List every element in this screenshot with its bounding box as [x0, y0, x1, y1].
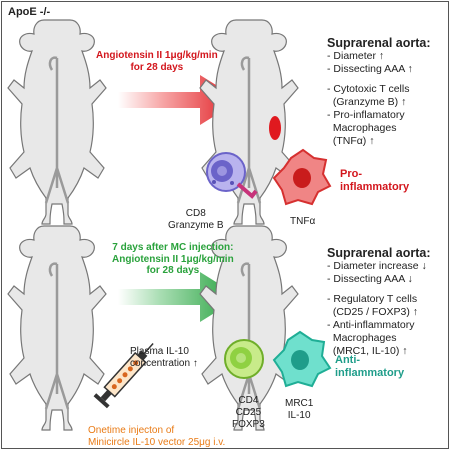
- bottom-summary-list: - Diameter increase ↓- Dissecting AAA ↓ …: [327, 260, 431, 358]
- injection-label: Onetime injecton of Minicircle IL-10 vec…: [88, 425, 225, 449]
- injection-label-line: Minicircle IL-10 vector 25μg i.v.: [88, 437, 226, 448]
- cd8-label-line: CD8: [185, 208, 206, 219]
- summary-line: - Regulatory T cells: [327, 293, 418, 306]
- bottom-arrow-line: for 28 days: [146, 265, 200, 276]
- top-summary-list: - Diameter ↑- Dissecting AAA ↑ - Cytotox…: [327, 50, 431, 148]
- cd4-label-line: CD4: [238, 395, 259, 406]
- mrc1-label-line: IL-10: [287, 410, 311, 421]
- summary-line: [327, 76, 431, 83]
- summary-line: (MRC1, IL-10) ↑: [327, 345, 408, 358]
- cd4-label-line: FOXP3: [232, 419, 265, 430]
- mrc1-label: MRC1 IL-10: [285, 398, 313, 422]
- mrc1-macrophage-nucleus: [291, 350, 309, 370]
- summary-line: Macrophages: [327, 332, 397, 345]
- plasma-il10-label: Plasma IL-10 concentration ↑: [130, 346, 198, 370]
- bottom-summary-title: Suprarenal aorta:: [327, 246, 431, 260]
- il10-arrow-bottom: [118, 272, 240, 322]
- summary-line: - Anti-inflammatory: [327, 319, 415, 332]
- summary-line: - Pro-inflamatory: [327, 109, 405, 122]
- cd4-label: CD4 CD25 FOXP3: [232, 395, 265, 431]
- top-arrow-line: Angiotensin II 1μg/kg/min: [96, 50, 218, 61]
- plasma-il10-line: Plasma IL-10: [130, 346, 189, 357]
- summary-line: (CD25 / FOXP3) ↑: [327, 306, 419, 319]
- anti-inflammatory-line: Anti-: [335, 354, 361, 366]
- cd4-label-line: CD25: [235, 407, 262, 418]
- summary-line: Macrophages: [327, 122, 397, 135]
- tnf-macrophage-nucleus: [293, 168, 311, 188]
- injection-label-line: Onetime injecton of: [88, 425, 175, 436]
- syringe-icon: [93, 343, 154, 409]
- mrc1-label-line: MRC1: [285, 398, 314, 409]
- plasma-il10-line: concentration ↑: [130, 358, 198, 369]
- cd4-treg-cell: [224, 339, 264, 379]
- summary-line: [327, 286, 431, 293]
- bottom-summary: Suprarenal aorta: - Diameter increase ↓-…: [327, 246, 431, 358]
- anti-inflammatory-label: Anti- inflammatory: [335, 354, 404, 380]
- summary-line: (Granzyme B) ↑: [327, 96, 407, 109]
- cd8-label-line: Granzyme B: [168, 220, 224, 231]
- anti-inflammatory-line: inflammatory: [335, 367, 405, 379]
- cd8-label: CD8 Granzyme B: [168, 208, 224, 232]
- cd8-tcell: [206, 152, 258, 199]
- pro-inflammatory-line: Pro-: [340, 168, 362, 180]
- top-summary-title: Suprarenal aorta:: [327, 36, 431, 50]
- aneurysm-top: [269, 116, 281, 140]
- top-summary: Suprarenal aorta: - Diameter ↑- Dissecti…: [327, 36, 431, 148]
- mouse-model-label: ApoE -/-: [8, 6, 51, 18]
- summary-line: - Dissecting AAA ↓: [327, 273, 413, 286]
- top-arrow-line: for 28 days: [130, 61, 184, 73]
- bottom-arrow-line: 7 days after MC injection:: [112, 242, 234, 253]
- summary-line: - Diameter increase ↓: [327, 260, 427, 273]
- summary-line: - Dissecting AAA ↑: [327, 63, 413, 76]
- summary-line: - Cytotoxic T cells: [327, 83, 410, 96]
- bottom-arrow-label: 7 days after MC injection: Angiotensin I…: [112, 242, 234, 277]
- pro-inflammatory-label: Pro- inflammatory: [340, 168, 409, 194]
- pro-inflammatory-line: inflammatory: [340, 181, 410, 193]
- top-arrow-label: Angiotensin II 1μg/kg/min for 28 days: [96, 50, 218, 73]
- tnf-label: TNFα: [290, 216, 316, 227]
- summary-line: - Diameter ↑: [327, 50, 385, 63]
- summary-line: (TNFα) ↑: [327, 135, 375, 148]
- mouse-left-bottom: [6, 224, 108, 432]
- bottom-arrow-line: Angiotensin II 1μg/kg/min: [112, 253, 234, 265]
- mouse-left-top: [6, 18, 108, 226]
